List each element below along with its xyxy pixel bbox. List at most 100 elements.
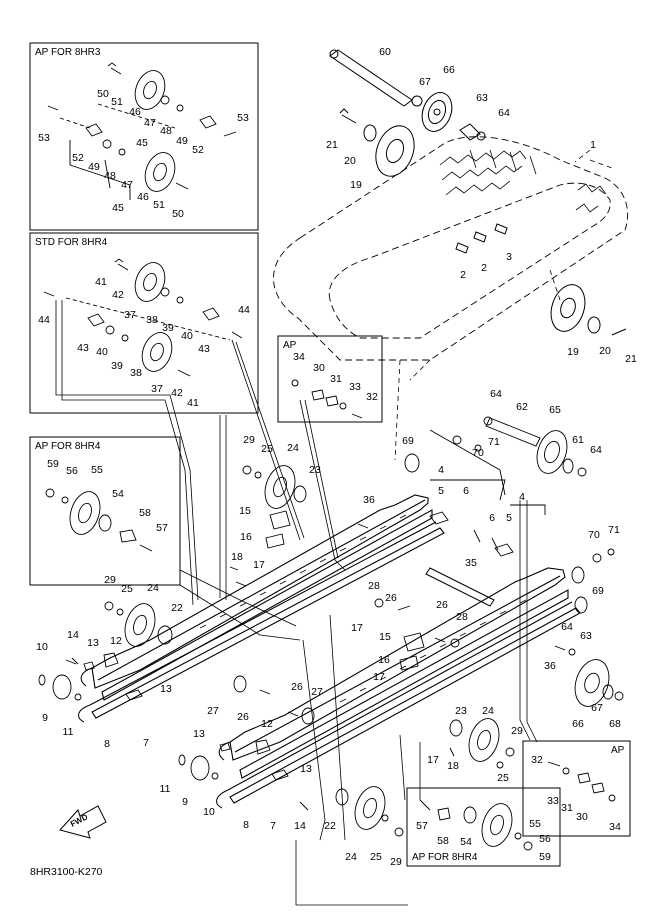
- track-clips: [455, 223, 508, 254]
- callout: 54: [112, 487, 124, 500]
- callout: 60: [379, 45, 391, 58]
- callout: 55: [529, 817, 541, 830]
- callout: 28: [368, 579, 380, 592]
- callout: 69: [402, 434, 414, 447]
- callout: 13: [87, 636, 99, 649]
- rail-front-curves: [78, 667, 231, 809]
- callout: 24: [147, 581, 159, 594]
- callout: 3: [506, 250, 512, 263]
- callout: 2: [460, 268, 466, 281]
- callout: 54: [460, 835, 472, 848]
- callout: 71: [488, 435, 500, 448]
- callout: 47: [144, 116, 156, 129]
- callout: 50: [172, 207, 184, 220]
- callout: 40: [96, 345, 108, 358]
- callout: 23: [455, 704, 467, 717]
- callout: 42: [171, 386, 183, 399]
- callout: 26: [237, 710, 249, 723]
- callout: 16: [240, 530, 252, 543]
- callout: 52: [72, 151, 84, 164]
- callout: 69: [592, 584, 604, 597]
- callout: 5: [506, 511, 512, 524]
- callout: 56: [539, 832, 551, 845]
- callout: 42: [112, 288, 124, 301]
- callout: 15: [239, 504, 251, 517]
- callout: 67: [591, 701, 603, 714]
- callout: 49: [88, 160, 100, 173]
- right-idler-wheel: [550, 284, 627, 336]
- callout: 24: [482, 704, 494, 717]
- callout: 41: [187, 396, 199, 409]
- callout: 17: [253, 558, 265, 571]
- mount-brackets: [429, 479, 615, 614]
- callout: 32: [531, 753, 543, 766]
- callout: 34: [293, 350, 305, 363]
- callout: 12: [261, 717, 273, 730]
- callout: 24: [345, 850, 357, 863]
- callout: 34: [609, 820, 621, 833]
- callout: 6: [463, 484, 469, 497]
- fwd-arrow-icon: [59, 805, 107, 839]
- callout: 45: [136, 136, 148, 149]
- callout: 19: [567, 345, 579, 358]
- callout: 13: [160, 682, 172, 695]
- routing-lines: [55, 300, 538, 906]
- callout: 26: [385, 591, 397, 604]
- callout: 39: [162, 321, 174, 334]
- callout: 14: [294, 819, 306, 832]
- callout: 17: [351, 621, 363, 634]
- callout: 22: [171, 601, 183, 614]
- callout: 53: [237, 111, 249, 124]
- callout: 4: [519, 490, 525, 503]
- callout: 19: [350, 178, 362, 191]
- callout: 49: [176, 134, 188, 147]
- callout: 36: [544, 659, 556, 672]
- callout: 30: [576, 810, 588, 823]
- callout: 2: [481, 261, 487, 274]
- callout: 8: [104, 737, 110, 750]
- callout: 15: [379, 630, 391, 643]
- callout: 37: [151, 382, 163, 395]
- callout: 20: [344, 154, 356, 167]
- callout: 51: [153, 198, 165, 211]
- callout: 11: [62, 725, 74, 738]
- callout: 50: [97, 87, 109, 100]
- callout: 1: [590, 138, 596, 151]
- callout: 57: [156, 521, 168, 534]
- callout: 25: [121, 582, 133, 595]
- callout: 52: [192, 143, 204, 156]
- track-lugs: [439, 149, 607, 213]
- box-title-ap-8hr4-left: AP FOR 8HR4: [35, 441, 101, 452]
- callout: 39: [111, 359, 123, 372]
- callout: 9: [182, 795, 188, 808]
- callout: 29: [511, 724, 523, 737]
- callout: 64: [498, 106, 510, 119]
- callout: 27: [311, 685, 323, 698]
- callout: 29: [390, 855, 402, 868]
- callout: 62: [516, 400, 528, 413]
- callout: 55: [91, 463, 103, 476]
- box-title-ap-right: AP: [611, 745, 625, 756]
- callout: 26: [291, 680, 303, 693]
- box-title-ap-center: AP: [283, 340, 297, 351]
- callout: 33: [349, 380, 361, 393]
- callout: 10: [36, 640, 48, 653]
- callout: 18: [231, 550, 243, 563]
- callout: 38: [130, 366, 142, 379]
- callout: 25: [497, 771, 509, 784]
- callout: 44: [238, 303, 250, 316]
- callout: 25: [370, 850, 382, 863]
- cross-shaft: [425, 567, 495, 607]
- callout: 53: [38, 131, 50, 144]
- callout: 40: [181, 329, 193, 342]
- callout: 59: [539, 850, 551, 863]
- track-leaders: [394, 149, 613, 461]
- rear-wheel-assembly: [404, 416, 587, 496]
- callout: 31: [330, 372, 342, 385]
- callout: 13: [300, 762, 312, 775]
- right-slide-rail-lower: [227, 567, 581, 804]
- callout: 10: [203, 805, 215, 818]
- callout: 17: [427, 753, 439, 766]
- callout: 45: [112, 201, 124, 214]
- callout: 25: [261, 442, 273, 455]
